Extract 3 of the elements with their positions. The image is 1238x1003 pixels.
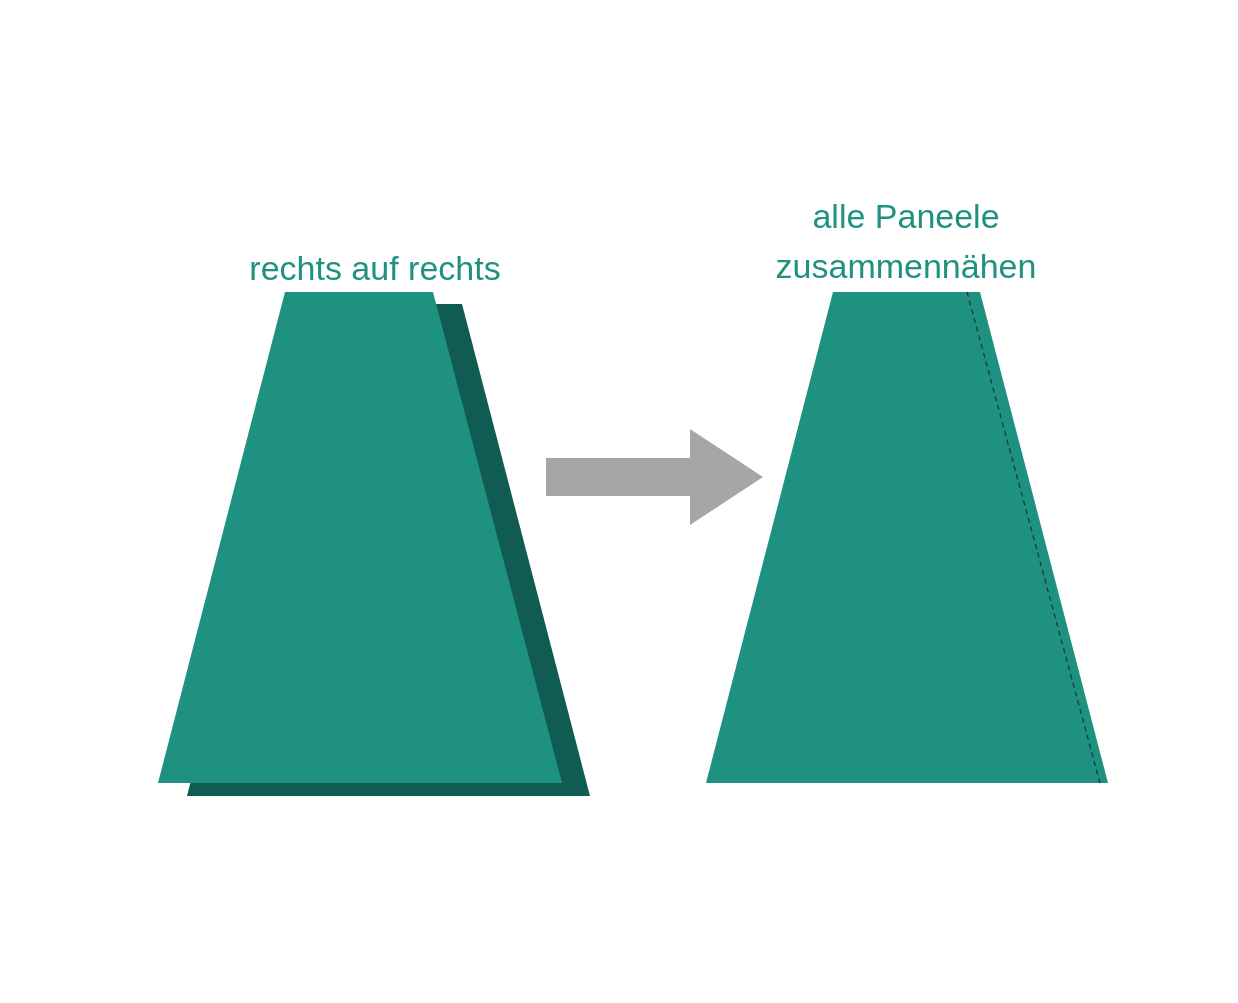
- panel-heading: alle Paneele zusammennähen: [774, 196, 1038, 287]
- panel-heading: rechts auf rechts: [249, 248, 501, 289]
- arrow: [546, 429, 763, 525]
